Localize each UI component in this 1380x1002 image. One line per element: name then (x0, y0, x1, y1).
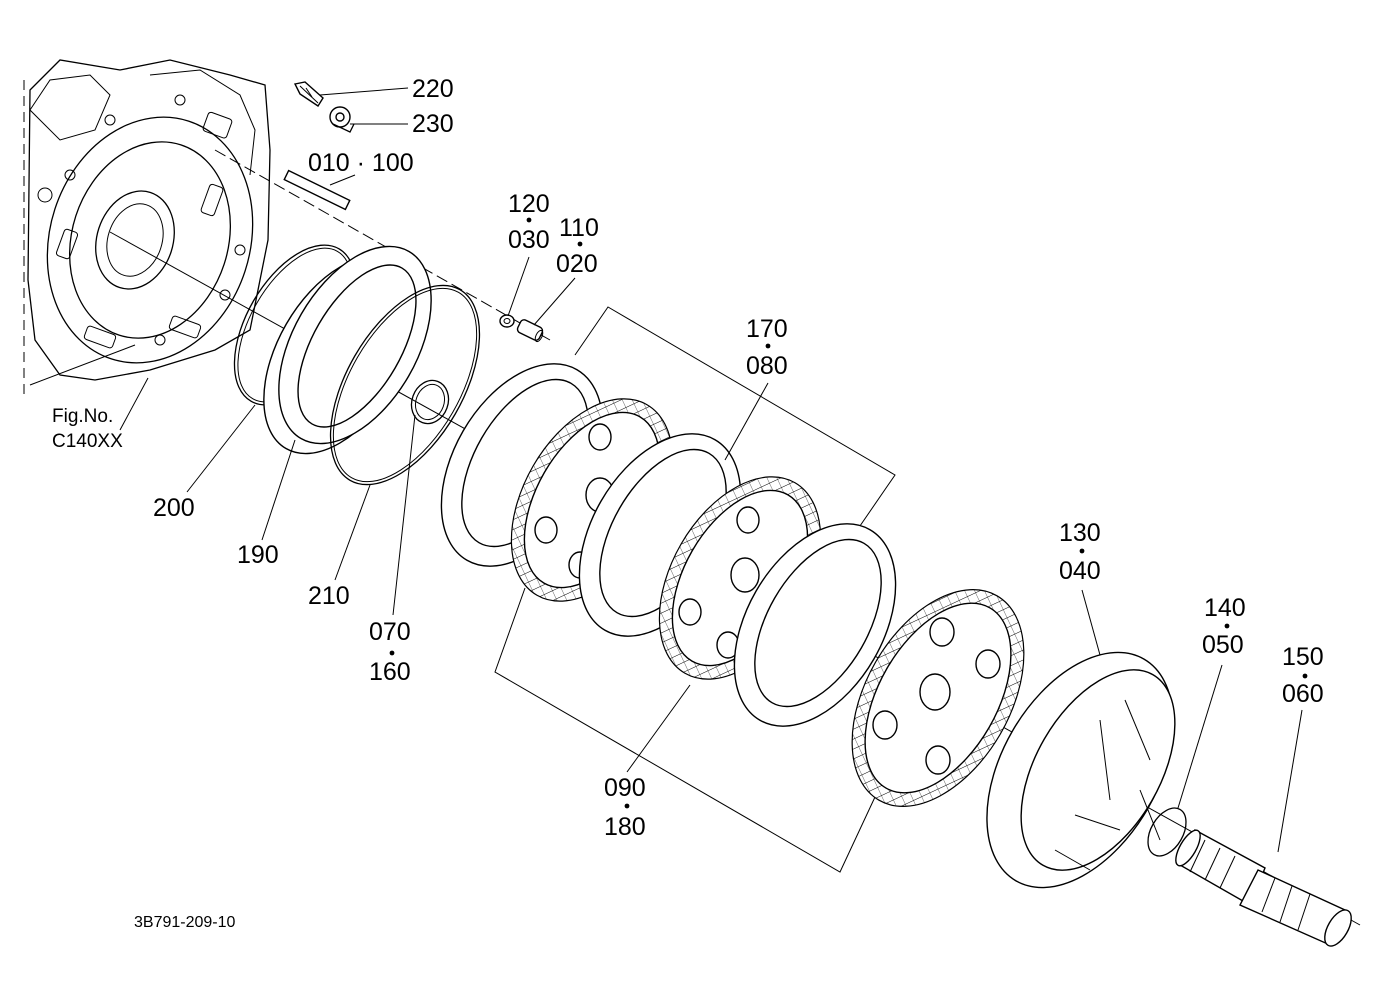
callout-090: 090 (604, 774, 646, 802)
callout-160: 160 (369, 658, 411, 686)
plug-part (293, 81, 324, 107)
seal-ring-210 (329, 284, 481, 486)
splined-shaft-150 (1175, 829, 1352, 947)
plate-group-outline (494, 306, 896, 873)
piston-190 (263, 245, 432, 455)
seal-part (499, 314, 515, 328)
callout-200: 200 (153, 494, 195, 522)
drawing-code: 3B791-209-10 (134, 914, 236, 931)
figure-ref-line2: C140XX (52, 431, 123, 452)
callout-220: 220 (412, 75, 454, 103)
figure-ref-line1: Fig.No. (52, 406, 113, 427)
clutch-housing-130 (986, 651, 1176, 889)
callout-030: 030 (508, 226, 550, 254)
snap-ring-070 (410, 379, 450, 425)
callout-010-100: 010 · 100 (308, 149, 414, 177)
pin-part (214, 149, 551, 341)
callout-120: 120 (508, 190, 550, 218)
callout-dots (389, 217, 1308, 809)
callout-060: 060 (1282, 680, 1324, 708)
callout-170: 170 (746, 315, 788, 343)
callout-180: 180 (604, 813, 646, 841)
callout-140: 140 (1204, 594, 1246, 622)
callout-130: 130 (1059, 519, 1101, 547)
clip-part (329, 106, 355, 133)
friction-disc-3 (851, 589, 1025, 807)
callout-110: 110 (559, 214, 599, 242)
callout-070: 070 (369, 618, 411, 646)
callout-040: 040 (1059, 557, 1101, 585)
callout-210: 210 (308, 582, 350, 610)
transmission-case (23, 59, 271, 400)
callout-020: 020 (556, 250, 598, 278)
callout-080: 080 (746, 352, 788, 380)
callout-230: 230 (412, 110, 454, 138)
callout-050: 050 (1202, 631, 1244, 659)
callout-150: 150 (1282, 643, 1324, 671)
o-ring-140 (1147, 807, 1187, 857)
leader-lines (119, 87, 1303, 853)
bushing-part (516, 319, 544, 343)
steel-plate-3 (733, 523, 897, 727)
callout-190: 190 (237, 541, 279, 569)
